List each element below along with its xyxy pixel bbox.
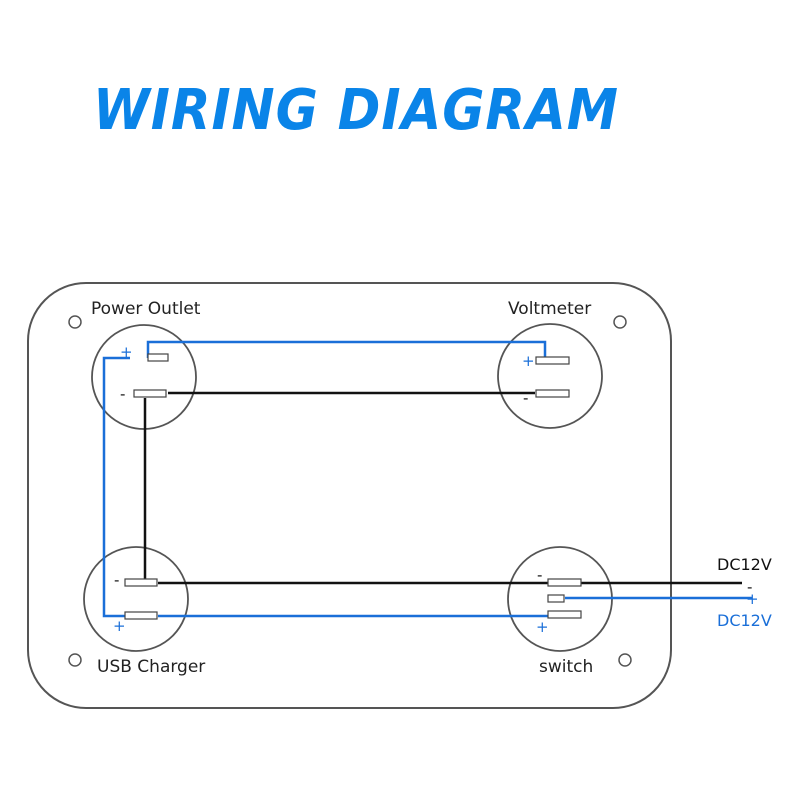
switch-minus-sign: - — [537, 566, 542, 584]
voltmeter-minus-sign: - — [523, 389, 528, 407]
voltmeter-label: Voltmeter — [508, 299, 591, 319]
mounting-hole-top-left — [68, 315, 82, 329]
switch-plus-sign: + — [536, 618, 549, 636]
supply-positive-label: DC12V — [717, 611, 772, 630]
voltmeter-socket — [497, 323, 603, 429]
usb-charger-minus-sign: - — [114, 571, 119, 589]
switch-negative-terminal — [547, 578, 582, 587]
switch-positive-terminal — [547, 610, 582, 619]
supply-negative-label: DC12V — [717, 555, 772, 574]
wire-positive-outlet-to-voltmeter — [146, 340, 547, 360]
voltmeter-negative-terminal — [535, 389, 570, 398]
mounting-hole-bottom-left — [68, 653, 82, 667]
voltmeter-plus-sign: + — [522, 352, 535, 370]
usb-charger-label: USB Charger — [97, 657, 205, 677]
wire-positive-outlet-to-usb — [102, 356, 130, 618]
supply-negative-sign: - — [747, 578, 752, 596]
mounting-hole-bottom-right — [618, 653, 632, 667]
diagram-title: WIRING DIAGRAM — [93, 78, 619, 143]
power-outlet-label: Power Outlet — [91, 299, 201, 319]
power-outlet-negative-terminal — [133, 389, 167, 398]
voltmeter-positive-terminal — [535, 356, 570, 365]
usb-charger-socket — [83, 546, 189, 652]
power-outlet-minus-sign: - — [120, 385, 125, 403]
switch-label: switch — [539, 657, 593, 677]
switch-middle-terminal — [547, 594, 565, 603]
supply-positive-sign: + — [746, 590, 759, 608]
usb-charger-negative-terminal — [124, 578, 158, 587]
mounting-hole-top-right — [613, 315, 627, 329]
usb-charger-positive-terminal — [124, 611, 158, 620]
usb-charger-plus-sign: + — [113, 617, 126, 635]
power-outlet-plus-sign: + — [120, 343, 133, 361]
power-outlet-positive-terminal — [147, 353, 169, 362]
